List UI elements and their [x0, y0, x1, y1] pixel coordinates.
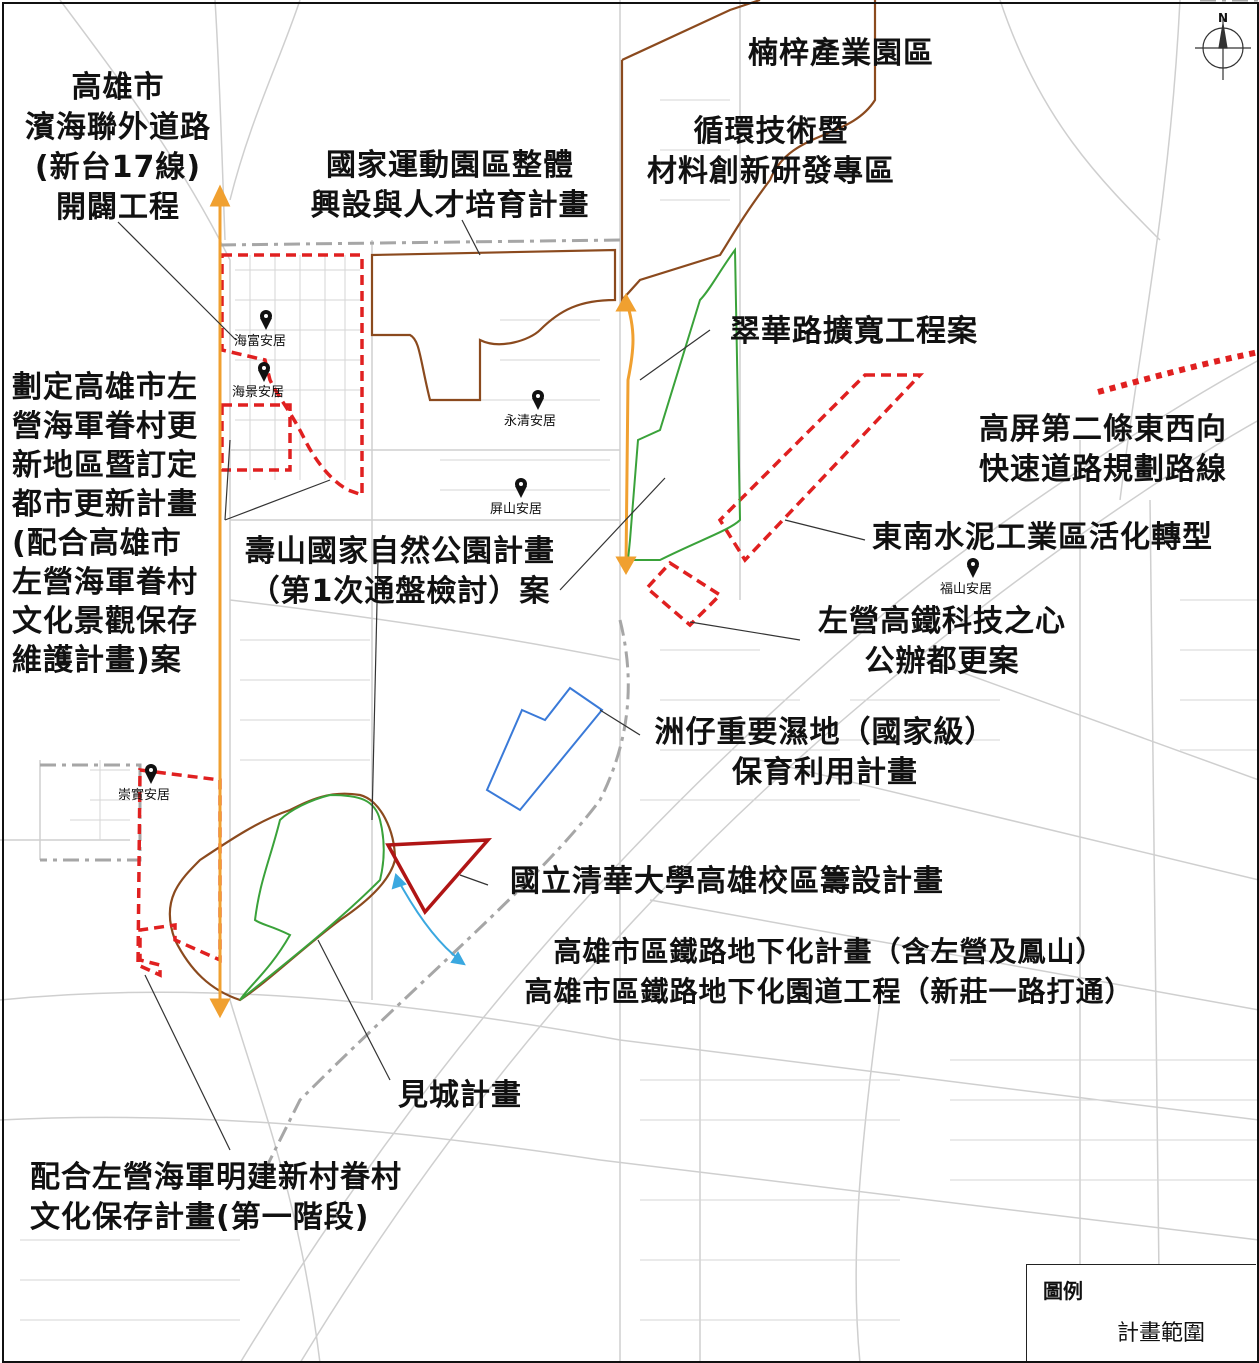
pin-haifu-icon: [260, 310, 272, 330]
pin-label-haijing: 海景安居: [232, 385, 285, 400]
pin-markers: [145, 310, 979, 784]
navy-village-small: [220, 403, 292, 472]
label-zhouzai-wetland: 洲仔重要濕地（國家級） 保育利用計畫: [654, 715, 996, 790]
hsr-heart-area: [644, 560, 723, 628]
leader-lines: [117, 219, 866, 1151]
label-nanzi-park: 楠梓產業園區: [748, 36, 934, 71]
pin-label-fushan: 福山安居: [940, 582, 993, 597]
label-cement-area: 東南水泥工業區活化轉型: [872, 520, 1213, 555]
label-circular-tech: 循環技術暨 材料創新研發專區: [647, 114, 895, 189]
block-grid: [20, 99, 1259, 1321]
label-cuihua-road: 翠華路擴寬工程案: [730, 314, 978, 349]
orange-roads: [209, 184, 637, 1019]
pin-label-yongqing: 永清安居: [504, 414, 557, 429]
pin-label-chongshi: 崇實安居: [118, 788, 171, 803]
shoushan-green: [239, 793, 385, 1001]
label-shoushan-park: 壽山國家自然公園計畫 （第1次通盤檢討）案: [245, 534, 555, 609]
pin-pingshan-icon: [515, 478, 527, 498]
label-tsinghua: 國立清華大學高雄校區籌設計畫: [510, 864, 944, 899]
pin-yongqing-icon: [532, 390, 544, 410]
label-navy-village: 劃定高雄市左 營海軍眷村更 新地區暨訂定 都市更新計畫 (配合高雄市 左營海軍眷…: [12, 370, 198, 678]
label-mingjian: 配合左營海軍明建新村眷村 文化保存計畫(第一階段): [30, 1160, 402, 1235]
pin-chongshi-icon: [145, 764, 157, 784]
cement-area: [717, 373, 925, 563]
railway-arrow: [391, 873, 466, 966]
label-gaoping-road: 高屏第二條東西向 快速道路規劃路線: [979, 412, 1227, 487]
legend-item-label: 計畫範圍: [1117, 1321, 1206, 1346]
gaoping-route: [1097, 349, 1259, 395]
pin-label-pingshan: 屏山安居: [490, 502, 543, 517]
legend: 圖例 計畫範圍: [1026, 1264, 1256, 1361]
pin-fushan-icon: [967, 558, 979, 578]
sports-park-boundary: [370, 248, 617, 402]
pin-haijing-icon: [258, 362, 270, 382]
tsinghua-area: [385, 838, 493, 916]
label-jiancheng: 見城計畫: [398, 1078, 522, 1113]
pin-label-haifu: 海富安居: [234, 334, 287, 349]
compass-icon: [1195, 18, 1251, 80]
north-label: N: [1218, 11, 1228, 25]
label-sports-park: 國家運動園區整體 興設與人才培育計畫: [310, 148, 590, 223]
label-coastal-road: 高雄市 濱海聯外道路 (新台17線) 開闢工程: [25, 70, 211, 225]
label-railway: 高雄市區鐵路地下化計畫（含左營及鳳山） 高雄市區鐵路地下化園道工程（新莊一路打通…: [524, 935, 1134, 1008]
cuihua-green: [626, 247, 742, 561]
label-hsr-heart: 左營高鐵科技之心 公辦都更案: [818, 604, 1066, 679]
navy-village-area: [220, 253, 364, 498]
legend-title: 圖例: [1043, 1279, 1083, 1303]
wetland-boundary: [485, 686, 604, 812]
gray-boundary: [40, 0, 1259, 1181]
green-areas: [239, 247, 742, 1001]
